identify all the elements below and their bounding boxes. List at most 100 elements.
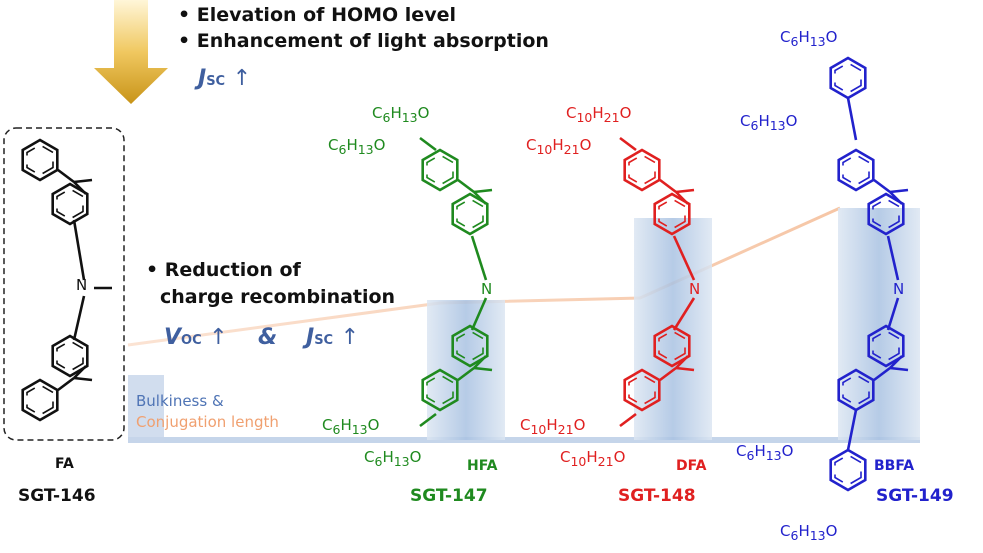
fa-top-methyl-bond-1 — [73, 178, 93, 184]
fa-n-bond-top — [72, 219, 86, 281]
dfa-decyloxy-top-2: C10H21O — [526, 136, 592, 157]
hfa-n-bond-bottom — [470, 297, 488, 331]
bbfa-aryl-bond-bottom — [846, 409, 858, 451]
bbfa-hexyloxy-top-1: C6H13O — [780, 28, 838, 49]
bbfa-hexyloxy-bottom-2: C6H13O — [780, 522, 838, 543]
dfa-bottom-bridge-bond — [659, 366, 677, 382]
bbfa-top-ring-b — [867, 192, 905, 236]
bbfa-hexyloxy-bottom-1: C6H13O — [736, 442, 794, 463]
fa-top-ring-a — [21, 138, 59, 182]
bbfa-bottom-methyl-bond-1 — [889, 366, 909, 372]
dfa-top-bridge-bond — [659, 178, 677, 194]
down-arrow-icon — [94, 0, 168, 104]
dfa-decyloxy-bottom-1: C10H21O — [520, 416, 586, 437]
dfa-top-ring-b — [653, 192, 691, 236]
hfa-hexyloxy-bottom-2: C6H13O — [364, 448, 422, 469]
dfa-name-label: SGT-148 — [618, 486, 696, 506]
dfa-bottom-ring-b — [653, 324, 691, 368]
dfa-bottom-methyl-bond-2 — [675, 355, 689, 369]
hfa-top-ring-b-inner — [456, 198, 484, 230]
dfa-decyloxy-top-1: C10H21O — [566, 104, 632, 125]
dfa-short-label: DFA — [676, 458, 707, 474]
hfa-nitrogen-atom: N — [481, 280, 493, 298]
dfa-top-methyl-bond-2 — [675, 191, 689, 205]
legend-conjugation: Conjugation length — [136, 413, 279, 431]
bbfa-highlight-panel — [838, 208, 920, 440]
fa-top-ring-a-inner — [26, 144, 54, 176]
hfa-bottom-methyl-bond-2 — [473, 355, 487, 369]
hfa-top-ring-a-inner — [426, 154, 454, 186]
hfa-name-label: SGT-147 — [410, 486, 488, 506]
fa-n-bond-bottom — [72, 295, 86, 341]
fa-bottom-methyl-bond-1 — [73, 376, 93, 382]
bbfa-top-ring-a — [837, 148, 875, 192]
hfa-top-methyl-bond-1 — [473, 188, 493, 194]
dfa-bottom-ring-a-inner — [628, 374, 656, 406]
legend-bar — [128, 375, 164, 443]
bbfa-bottom-ring-a-inner — [842, 374, 870, 406]
fa-bottom-methyl-bond-2 — [73, 365, 87, 379]
dfa-n-bond-bottom — [672, 297, 696, 331]
dfa-top-ring-a — [623, 148, 661, 192]
fa-top-methyl-bond-2 — [73, 181, 87, 195]
bbfa-bottom-ring-b — [867, 324, 905, 368]
fa-short-label: FA — [55, 456, 74, 472]
bbfa-bottom-ring-a — [837, 368, 875, 412]
hfa-bottom-ring-b-inner — [456, 330, 484, 362]
ampersand: & — [258, 325, 278, 350]
hfa-bottom-ring-a — [421, 368, 459, 412]
bbfa-top-ring-b-inner — [872, 198, 900, 230]
fa-bottom-bridge-bond — [57, 376, 75, 392]
dfa-top-ring-a-inner — [628, 154, 656, 186]
dfa-top-ring-b-inner — [658, 198, 686, 230]
dfa-bottom-ring-b-inner — [658, 330, 686, 362]
bullet-recombination-1: • Reduction of — [146, 259, 301, 281]
hfa-top-ring-a — [421, 148, 459, 192]
dfa-o-bond-2 — [619, 412, 637, 428]
bbfa-n-bond-top — [886, 235, 900, 281]
bbfa-short-label: BBFA — [874, 458, 915, 474]
dfa-bottom-methyl-bond-1 — [675, 366, 695, 372]
hfa-bottom-methyl-bond-1 — [473, 366, 493, 372]
dfa-top-methyl-bond-1 — [675, 188, 695, 194]
fa-bottom-ring-b-inner — [56, 340, 84, 372]
dfa-n-bond-top — [672, 235, 696, 281]
dfa-o-bond-1 — [619, 136, 637, 152]
bbfa-top-methyl-bond-1 — [889, 188, 909, 194]
dfa-decyloxy-bottom-2: C10H21O — [560, 448, 626, 469]
hfa-bottom-ring-a-inner — [426, 374, 454, 406]
hfa-o-bond-1 — [419, 136, 437, 152]
bullet-homo-elevation: • Elevation of HOMO level — [178, 4, 456, 26]
bbfa-aryl-bond-top — [846, 97, 858, 141]
bbfa-name-label: SGT-149 — [876, 486, 954, 506]
fa-bottom-ring-b — [51, 334, 89, 378]
jsc-metric-top: JSC ↑ — [198, 66, 252, 91]
hfa-o-bond-2 — [419, 412, 437, 428]
bbfa-top-methyl-bond-2 — [889, 191, 903, 205]
fa-bottom-ring-a-inner — [26, 384, 54, 416]
dfa-nitrogen-atom: N — [689, 280, 701, 298]
bbfa-bottom-ring-b-inner — [872, 330, 900, 362]
fa-top-ring-b — [51, 182, 89, 226]
fa-name-label: SGT-146 — [18, 486, 96, 506]
hfa-top-methyl-bond-2 — [473, 191, 487, 205]
fa-top-ring-b-inner — [56, 188, 84, 220]
hfa-top-bridge-bond — [457, 178, 475, 194]
hfa-short-label: HFA — [467, 458, 498, 474]
hfa-hexyloxy-top-2: C6H13O — [328, 136, 386, 157]
bbfa-hexyloxy-top-2: C6H13O — [740, 112, 798, 133]
bbfa-aryl-top-inner — [834, 62, 862, 94]
hfa-hexyloxy-bottom-1: C6H13O — [322, 416, 380, 437]
hfa-bottom-bridge-bond — [457, 366, 475, 382]
fa-bottom-ring-a — [21, 378, 59, 422]
hfa-hexyloxy-top-1: C6H13O — [372, 104, 430, 125]
legend-bulkiness: Bulkiness & — [136, 392, 224, 410]
jsc-metric-mid: JSC ↑ — [306, 325, 360, 350]
fa-nitrogen-atom: N — [76, 276, 88, 294]
bbfa-nitrogen-atom: N — [893, 280, 905, 298]
fa-top-bridge-bond — [57, 168, 75, 184]
dfa-bottom-ring-a — [623, 368, 661, 412]
bbfa-top-ring-a-inner — [842, 154, 870, 186]
bbfa-aryl-bottom-inner — [834, 454, 862, 486]
